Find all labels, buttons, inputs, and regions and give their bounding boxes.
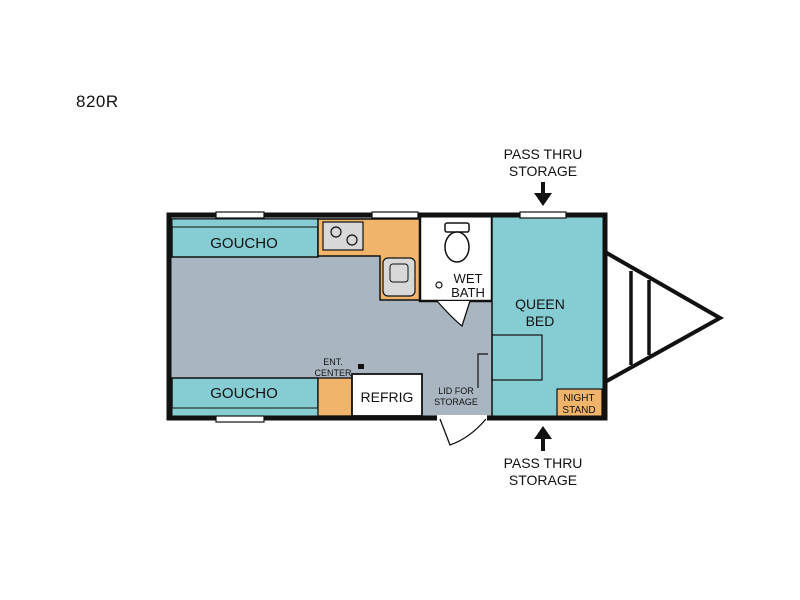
bath-door-swing <box>436 300 471 328</box>
stove-burner-1 <box>330 226 342 238</box>
wet-bath-line-1: WET <box>454 271 483 286</box>
pass-thru-bottom-line-1: PASS THRU <box>504 455 583 471</box>
queen-bed-line-2: BED <box>526 313 555 329</box>
refrig-label: REFRIG <box>361 389 414 405</box>
night-stand-line-1: NIGHT <box>563 393 594 404</box>
window-top-1 <box>215 211 265 219</box>
pass-thru-top-arrow-head <box>534 193 552 206</box>
bath-drain <box>435 281 443 289</box>
lid-storage-pointer <box>477 353 488 388</box>
goucho-bottom-label: GOUCHO <box>210 385 278 402</box>
toilet-tank <box>444 222 470 233</box>
pass-thru-top-line-2: STORAGE <box>509 163 577 179</box>
goucho-top-back <box>171 218 319 228</box>
goucho-top-label: GOUCHO <box>210 235 278 252</box>
pass-thru-bottom-line-2: STORAGE <box>509 472 577 488</box>
bed-storage-lid <box>491 334 543 381</box>
entry-door-swing <box>439 418 487 446</box>
trailer-tongue <box>604 250 725 384</box>
stove-burner-2 <box>346 234 358 246</box>
refrigerator <box>351 373 423 417</box>
pass-thru-top-line-1: PASS THRU <box>504 146 583 162</box>
pass-thru-bottom-arrow-head <box>534 426 552 439</box>
stove <box>322 221 364 251</box>
entry-door-gap <box>437 415 487 421</box>
lid-storage-line-2: STORAGE <box>434 397 478 407</box>
window-top-3 <box>519 211 567 219</box>
ent-center-line-1: ENT. <box>323 357 343 367</box>
toilet-bowl <box>444 231 470 263</box>
model-number: 820R <box>76 92 119 111</box>
night-stand-line-2: STAND <box>562 405 595 416</box>
sink-basin <box>389 263 409 283</box>
goucho-bottom-back <box>171 407 319 417</box>
window-top-2 <box>371 211 419 219</box>
queen-bed-line-1: QUEEN <box>515 296 565 312</box>
ent-center <box>317 377 353 417</box>
lid-storage-line-1: LID FOR <box>438 386 474 396</box>
ent-center-line-2: CENTER <box>314 368 352 378</box>
queen-bed <box>491 214 605 419</box>
window-bottom-1 <box>215 415 265 423</box>
ent-center-tv <box>358 364 364 369</box>
kitchen-sink <box>382 257 416 297</box>
wet-bath-line-2: BATH <box>451 285 485 300</box>
